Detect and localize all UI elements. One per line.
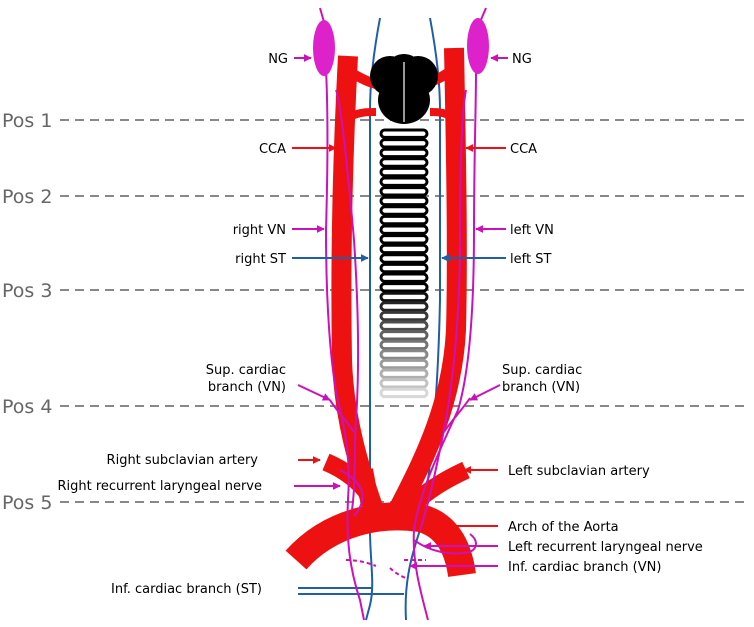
trachea-ring: [379, 234, 429, 245]
trachea-ring: [379, 320, 429, 331]
trachea-ring: [379, 224, 429, 235]
trachea-ring: [379, 349, 429, 360]
pos-4-label: Pos 4: [2, 396, 52, 418]
trachea-ring: [379, 205, 429, 216]
inf-cardiac-vn-dashed-mid: [389, 567, 407, 579]
ng-left-label: NG: [512, 52, 532, 67]
right-cca-branch-low: [350, 108, 377, 120]
trachea-rings: [379, 128, 429, 399]
trachea-ring: [379, 387, 429, 399]
right-vagus-medial: [335, 89, 360, 511]
arch-aorta-label: Arch of the Aorta: [508, 520, 619, 535]
trachea-ring: [379, 176, 429, 187]
pos-5-label: Pos 5: [2, 492, 52, 514]
cca-right-label: CCA: [259, 142, 286, 157]
left-vn-label: left VN: [510, 223, 554, 238]
trachea-ring: [379, 272, 429, 283]
label-arrows: [292, 54, 508, 570]
trachea-ring: [379, 339, 429, 351]
right-vn-label: right VN: [233, 223, 286, 238]
aortic-arch-group: [285, 453, 476, 578]
trachea-ring: [379, 358, 429, 370]
trachea-ring: [379, 186, 429, 197]
inf-cardiac-st-label: Inf. cardiac branch (ST): [111, 582, 262, 597]
trachea-ring: [379, 330, 429, 341]
sup-cardiac-right-label-2: branch (VN): [208, 380, 286, 395]
sup-cardiac-left-arrow: [469, 384, 501, 401]
right-recurrent-laryngeal-nerve: [339, 469, 364, 517]
text-labels: NG NG CCA CCA right VN left VN right ST …: [57, 52, 702, 597]
left-nodose-ganglion: [467, 18, 489, 74]
trachea-ring: [379, 138, 429, 149]
right-vagus-nerve: [324, 69, 365, 621]
pos-2-label: Pos 2: [2, 186, 52, 208]
trachea-ring: [379, 301, 429, 312]
right-vagus-nerve-upper: [319, 7, 325, 23]
right-st-label: right ST: [235, 252, 286, 267]
trachea-ring: [379, 262, 429, 274]
left-cca-branch-low: [429, 108, 453, 120]
sup-cardiac-left-label-2: branch (VN): [502, 380, 580, 395]
pos-1-label: Pos 1: [2, 110, 52, 132]
larynx: [370, 54, 438, 124]
right-sympathetic-trunk: [365, 17, 381, 621]
trachea: [370, 54, 438, 399]
left-vagus-medial: [419, 89, 467, 531]
sup-cardiac-right-label-1: Sup. cardiac: [206, 363, 286, 378]
trachea-ring: [379, 166, 429, 178]
left-sup-cardiac-branch: [443, 397, 471, 433]
trachea-ring: [379, 291, 429, 303]
cca-left-label: CCA: [510, 142, 537, 157]
trachea-ring: [379, 214, 429, 226]
trachea-ring: [379, 243, 429, 255]
trachea-ring: [379, 368, 429, 379]
inf-cardiac-vn-label: Inf. cardiac branch (VN): [508, 560, 661, 575]
left-recurrent-label: Left recurrent laryngeal nerve: [508, 540, 703, 555]
trachea-ring: [379, 157, 429, 168]
right-recurrent-label: Right recurrent laryngeal nerve: [57, 479, 262, 494]
left-cca: [389, 47, 467, 515]
trachea-ring: [379, 128, 429, 139]
right-subclavian-label: Right subclavian artery: [107, 453, 259, 468]
trachea-ring: [379, 195, 429, 207]
right-cca: [331, 55, 384, 514]
inf-cardiac-vn-dashed: [345, 559, 377, 567]
ng-right-label: NG: [268, 52, 288, 67]
trachea-ring: [379, 282, 429, 293]
sup-cardiac-right-arrow: [297, 384, 331, 401]
right-sup-cardiac-branch: [329, 399, 355, 433]
pos-3-label: Pos 3: [2, 280, 52, 302]
left-subclavian-label: Left subclavian artery: [508, 464, 650, 479]
vagus-nerves: [319, 7, 487, 621]
position-lines: Pos 1 Pos 2 Pos 3 Pos 4 Pos 5: [2, 110, 750, 514]
left-vagus-nerve: [412, 69, 477, 621]
nodose-ganglia: [313, 18, 489, 76]
left-st-label: left ST: [510, 252, 551, 267]
trachea-ring: [379, 253, 429, 264]
trachea-ring: [379, 147, 429, 159]
right-nodose-ganglion: [313, 20, 335, 76]
sup-cardiac-left-label-1: Sup. cardiac: [502, 363, 582, 378]
trachea-ring: [379, 378, 429, 389]
trachea-ring: [379, 310, 429, 322]
